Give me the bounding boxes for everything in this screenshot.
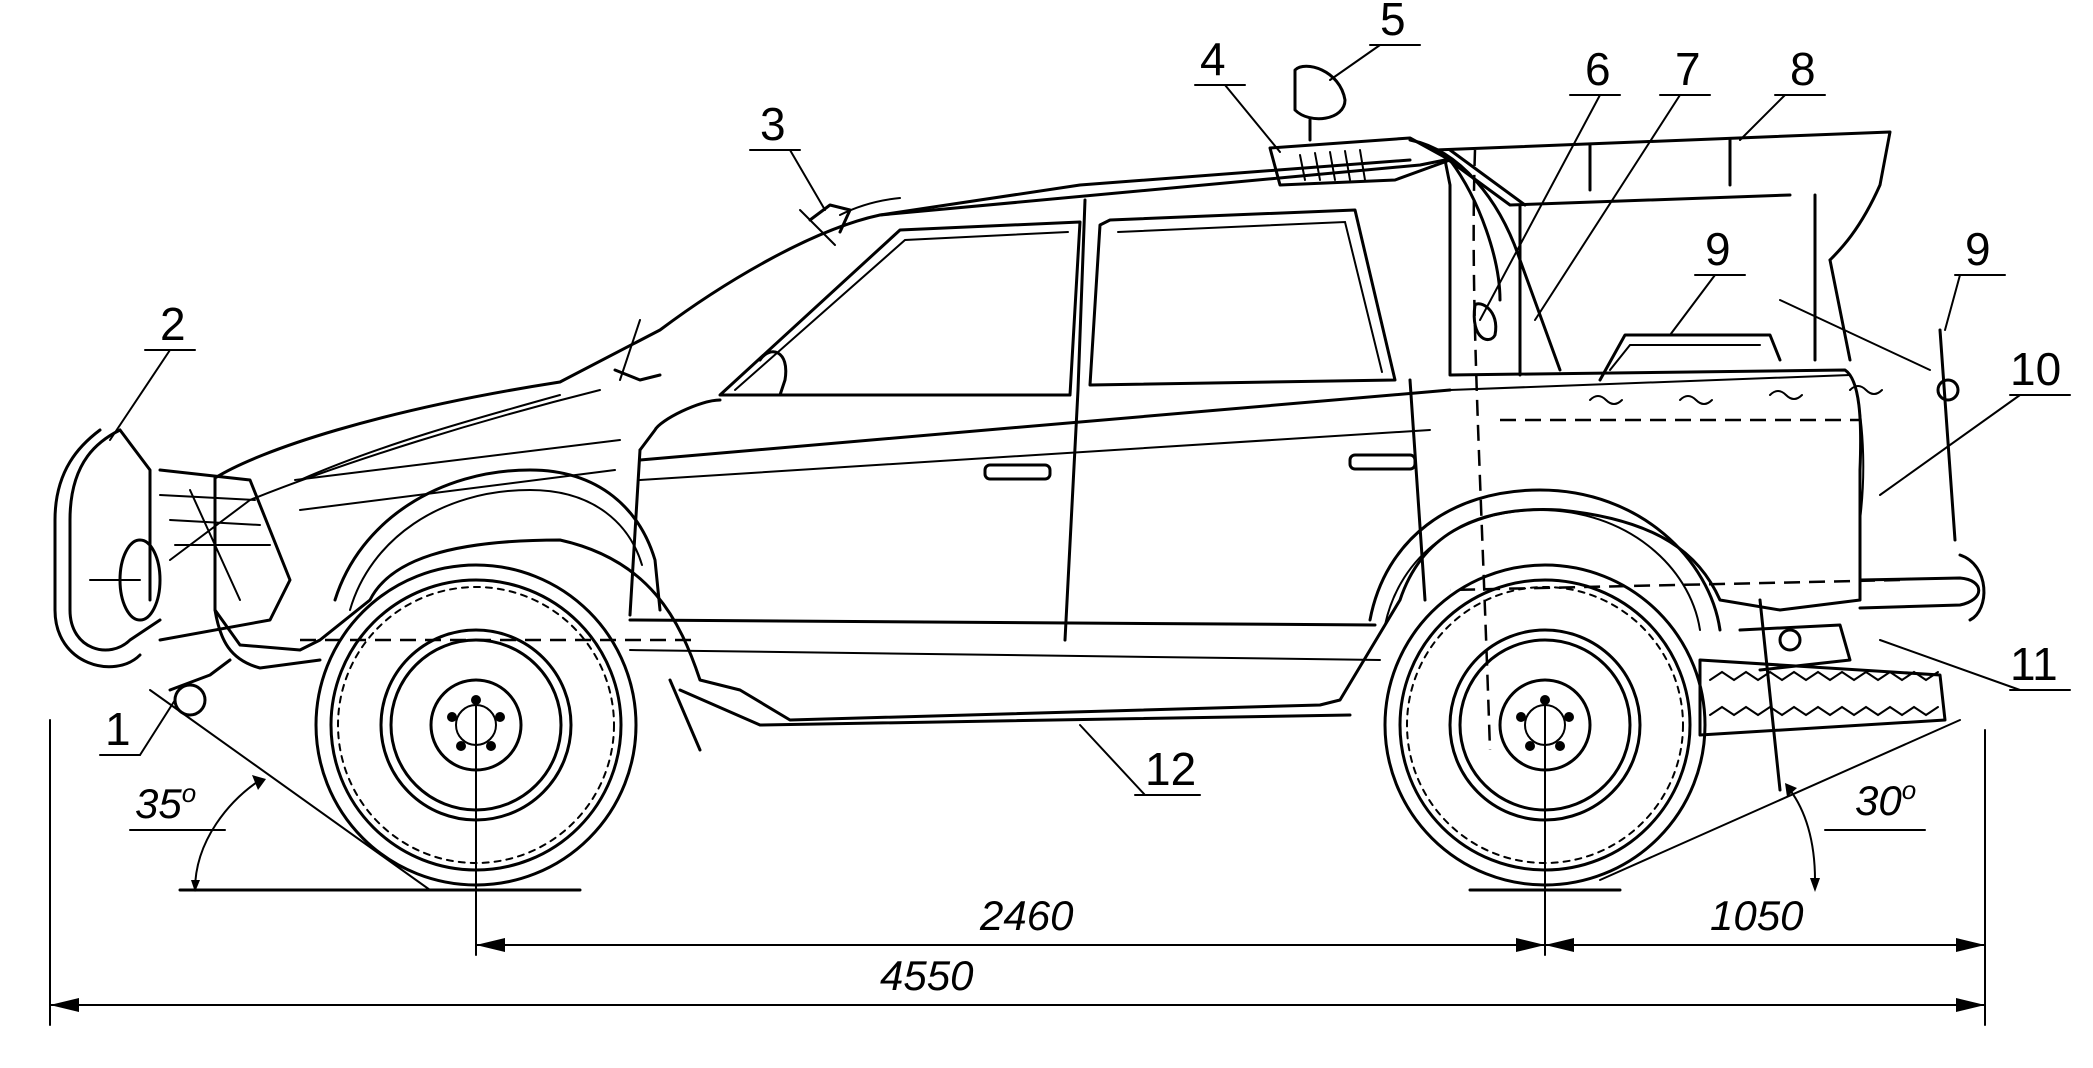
callout-9-rail: 9: [1705, 223, 1731, 275]
approach-angle-label: 35o: [135, 778, 196, 827]
rear-overhang-label: 1050: [1710, 892, 1804, 939]
callout-1: 1: [105, 703, 131, 755]
callout-3: 3: [760, 98, 786, 150]
wheelbase-label: 2460: [979, 892, 1074, 939]
roof-equipment: [799, 64, 1562, 372]
departure-angle-label: 30o: [1855, 775, 1916, 824]
dimension-lines: [49, 699, 1986, 1026]
callout-4: 4: [1200, 33, 1226, 85]
callouts: 1 2 3 4 5 6 7 8 9 9: [99, 0, 2071, 796]
callout-8: 8: [1790, 43, 1816, 95]
callout-12: 12: [1145, 743, 1196, 795]
approach-angle: [129, 689, 431, 892]
callout-10: 10: [2010, 343, 2061, 395]
callout-5: 5: [1380, 0, 1406, 45]
cabin-windows: [613, 198, 1427, 642]
departure-angle: [1599, 719, 1961, 892]
callout-7: 7: [1675, 43, 1701, 95]
overall-length-label: 4550: [880, 952, 974, 999]
callout-2: 2: [160, 298, 186, 350]
callout-11: 11: [2010, 638, 2058, 690]
callout-9-antenna: 9: [1965, 223, 1991, 275]
cargo-bed: [1433, 130, 1960, 737]
callout-6: 6: [1585, 43, 1611, 95]
